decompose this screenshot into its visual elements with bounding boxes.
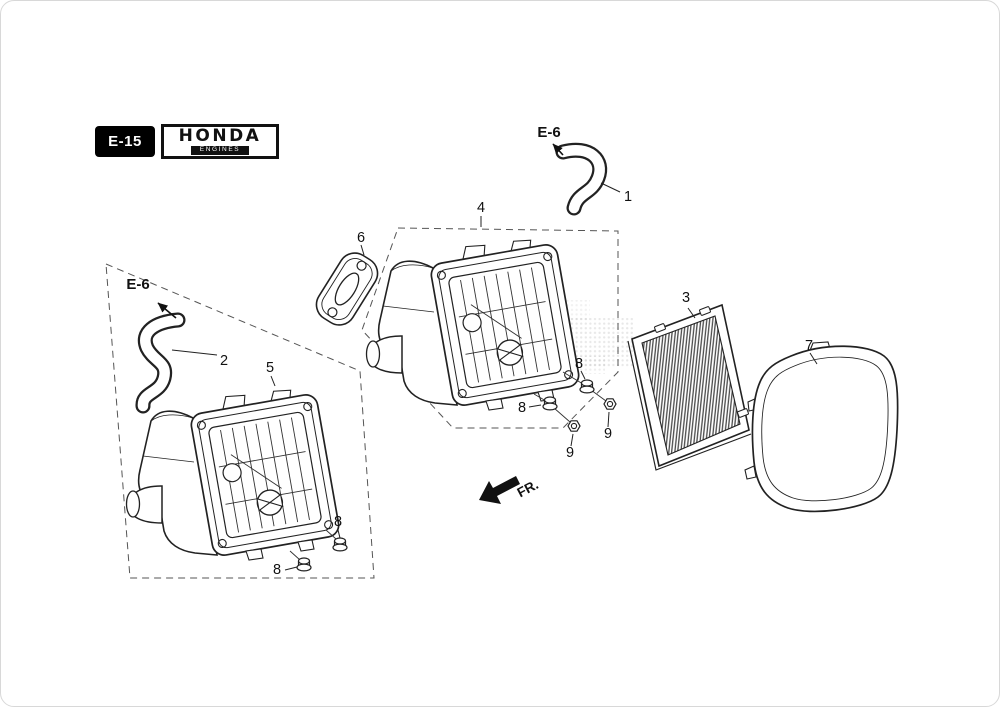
callout-part6: 6 bbox=[357, 230, 365, 246]
page-code-badge: E-15 bbox=[95, 126, 155, 157]
part-8-grommet-sub-lower bbox=[296, 557, 312, 572]
callout-part7: 7 bbox=[805, 338, 813, 354]
leader-part6 bbox=[360, 244, 365, 256]
part-8-grommet-main-upper bbox=[579, 379, 595, 394]
callout-part5: 5 bbox=[266, 360, 274, 376]
leader-part2 bbox=[171, 349, 218, 356]
fastener-axis-lines bbox=[289, 371, 607, 561]
ref-e6-top-label: E-6 bbox=[537, 124, 560, 141]
part-3-filter-element bbox=[627, 303, 752, 471]
page-code-label: E-15 bbox=[108, 133, 142, 150]
part-2-hose bbox=[135, 312, 186, 414]
part-7-cover bbox=[744, 341, 899, 513]
ref-e6-top-arrow bbox=[552, 143, 564, 156]
brand-subtitle-bar: ENGINES bbox=[190, 145, 250, 156]
leader-lines bbox=[171, 182, 818, 571]
callout-part8-main-upper: 8 bbox=[575, 356, 583, 372]
part-1-hose bbox=[555, 142, 608, 216]
callout-part4: 4 bbox=[477, 200, 485, 216]
callout-part9-left: 9 bbox=[566, 445, 574, 461]
part-9-nut-left bbox=[567, 420, 581, 432]
leader-part8-main-lower bbox=[528, 404, 542, 408]
callout-part8-main-lower: 8 bbox=[518, 400, 526, 416]
fr-direction-arrow bbox=[479, 476, 520, 504]
ref-e6-left-label: E-6 bbox=[126, 276, 149, 293]
leader-part9-left bbox=[570, 433, 574, 447]
part-9-nut-right bbox=[603, 398, 617, 410]
part-4-boundary-dashed bbox=[361, 227, 619, 429]
part-8-grommet-sub-upper bbox=[332, 537, 348, 552]
part-5-housing bbox=[125, 380, 342, 561]
part-4-housing bbox=[365, 230, 582, 411]
leader-part5 bbox=[270, 375, 276, 387]
leader-part3 bbox=[687, 307, 696, 319]
leader-part7 bbox=[809, 352, 818, 365]
fr-direction-label: FR. bbox=[515, 477, 541, 500]
ref-e6-left-arrow bbox=[157, 302, 177, 319]
leader-part8-sub-upper bbox=[337, 529, 341, 539]
brand-logo: HONDA ENGINES bbox=[161, 124, 279, 159]
callout-part1: 1 bbox=[624, 189, 632, 205]
callout-part8-sub-lower: 8 bbox=[273, 562, 281, 578]
leader-part1 bbox=[600, 182, 621, 193]
callout-part2: 2 bbox=[220, 353, 228, 369]
callout-part3: 3 bbox=[682, 290, 690, 306]
part-5-boundary-dashed bbox=[105, 263, 375, 579]
leader-part8-main-upper bbox=[580, 370, 586, 380]
callout-part9-right: 9 bbox=[604, 426, 612, 442]
brand-name: HONDA bbox=[178, 125, 262, 146]
leader-part8-sub-lower bbox=[284, 566, 298, 571]
callout-part8-sub-upper: 8 bbox=[334, 514, 342, 530]
leader-part9-right bbox=[607, 411, 610, 428]
part-8-grommet-main-lower bbox=[542, 396, 558, 411]
part-6-gasket bbox=[315, 252, 379, 326]
